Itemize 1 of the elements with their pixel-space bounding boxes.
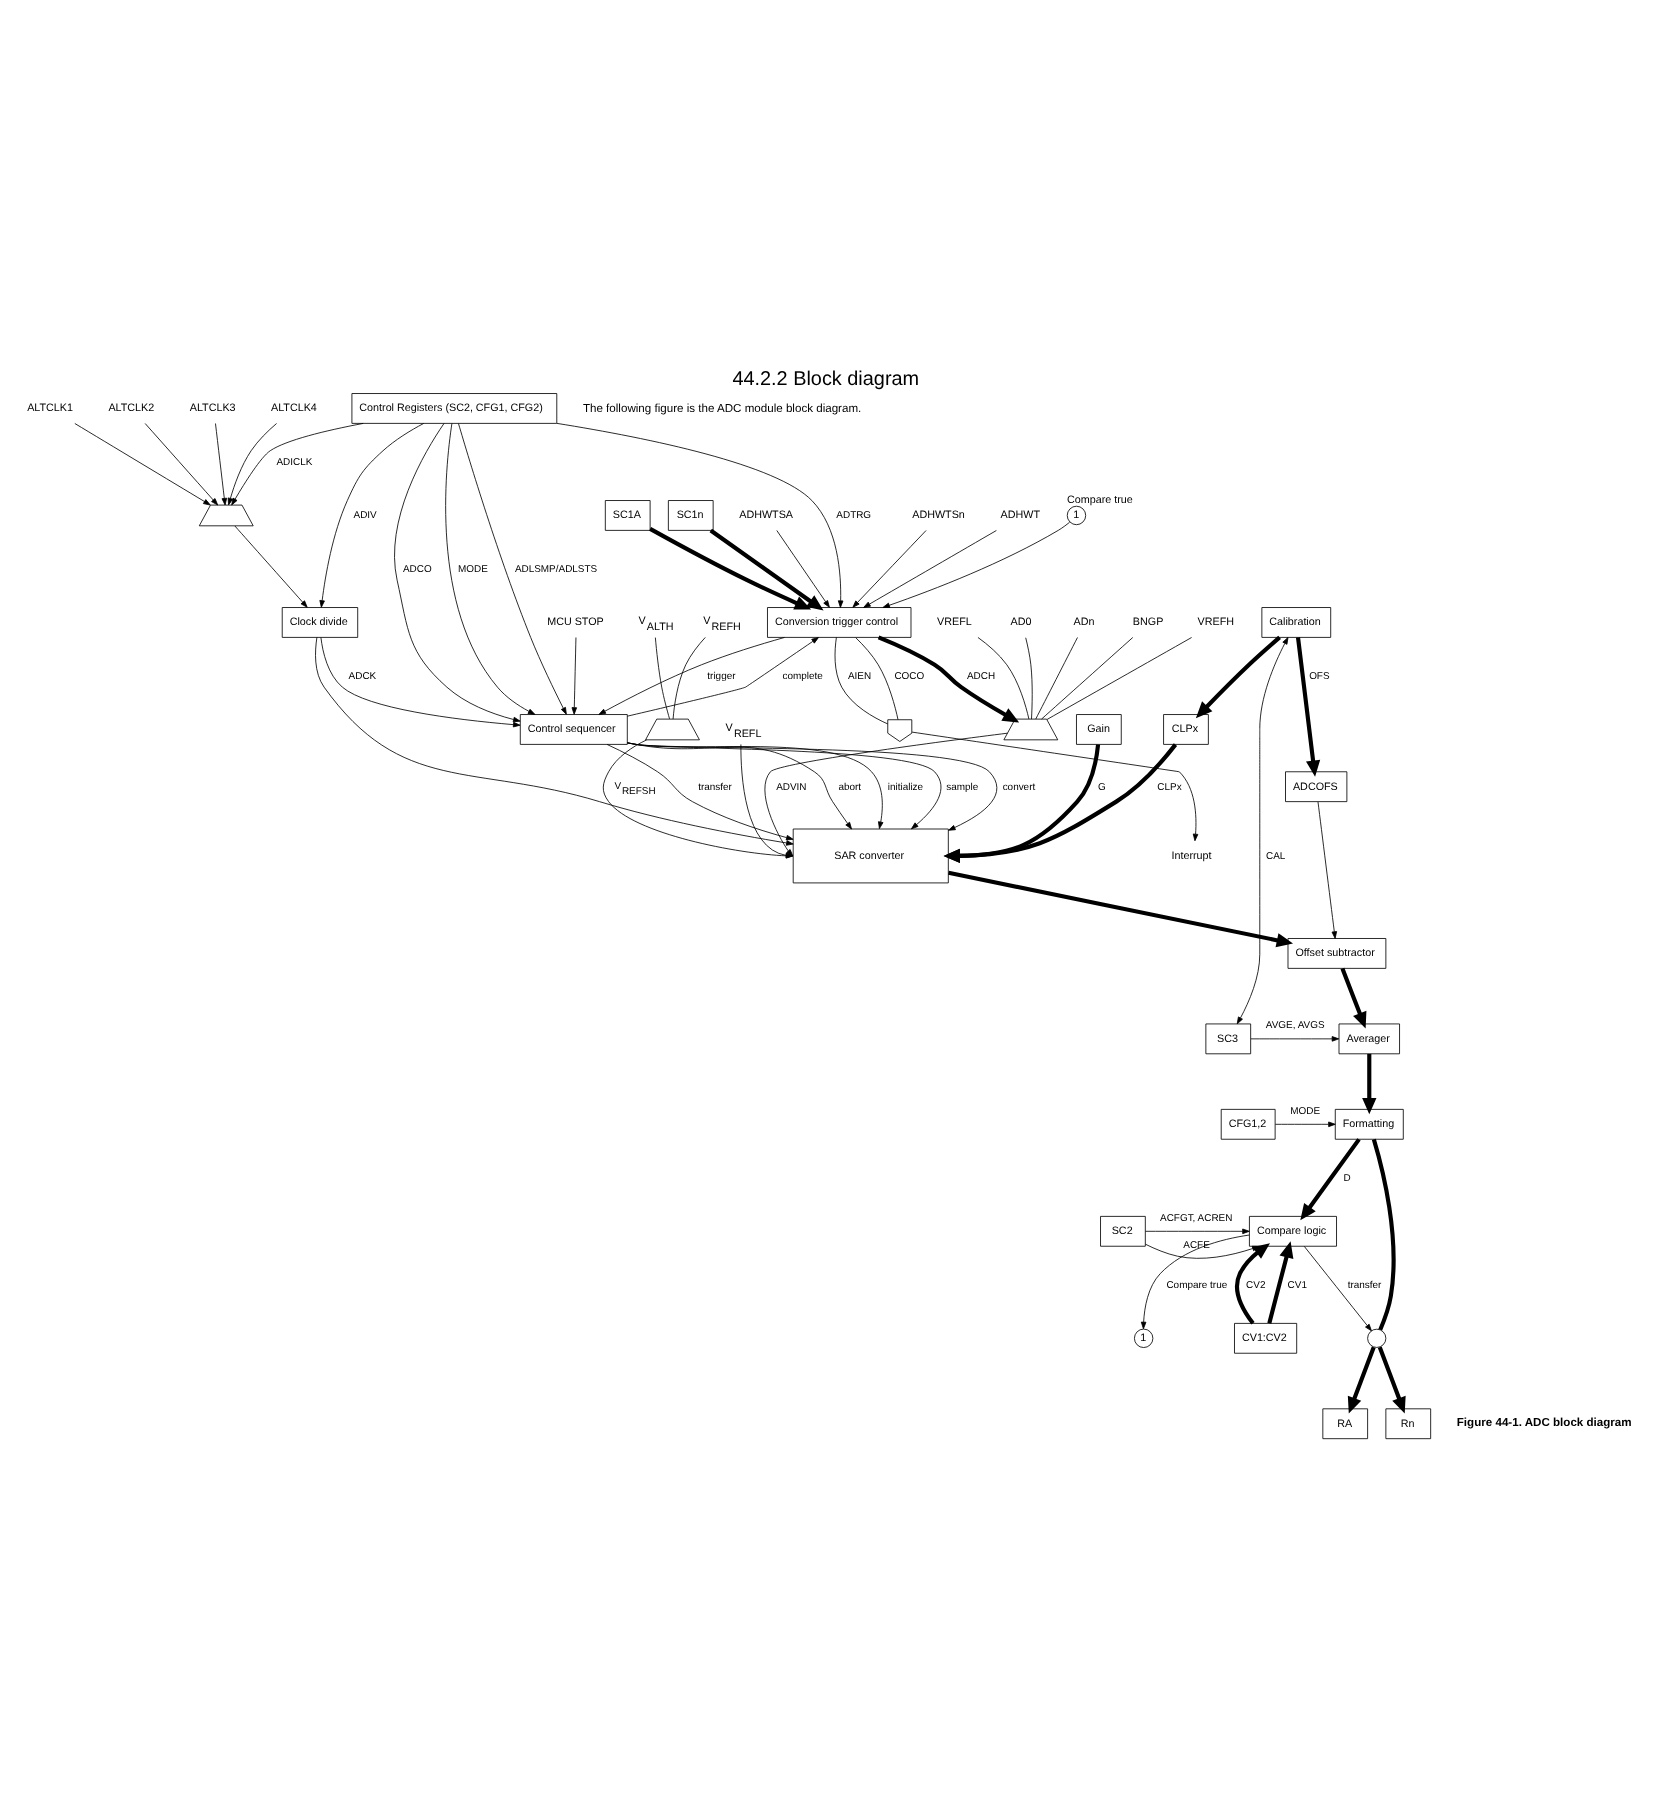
diagram-title: 44.2.2 Block diagram — [732, 367, 920, 390]
